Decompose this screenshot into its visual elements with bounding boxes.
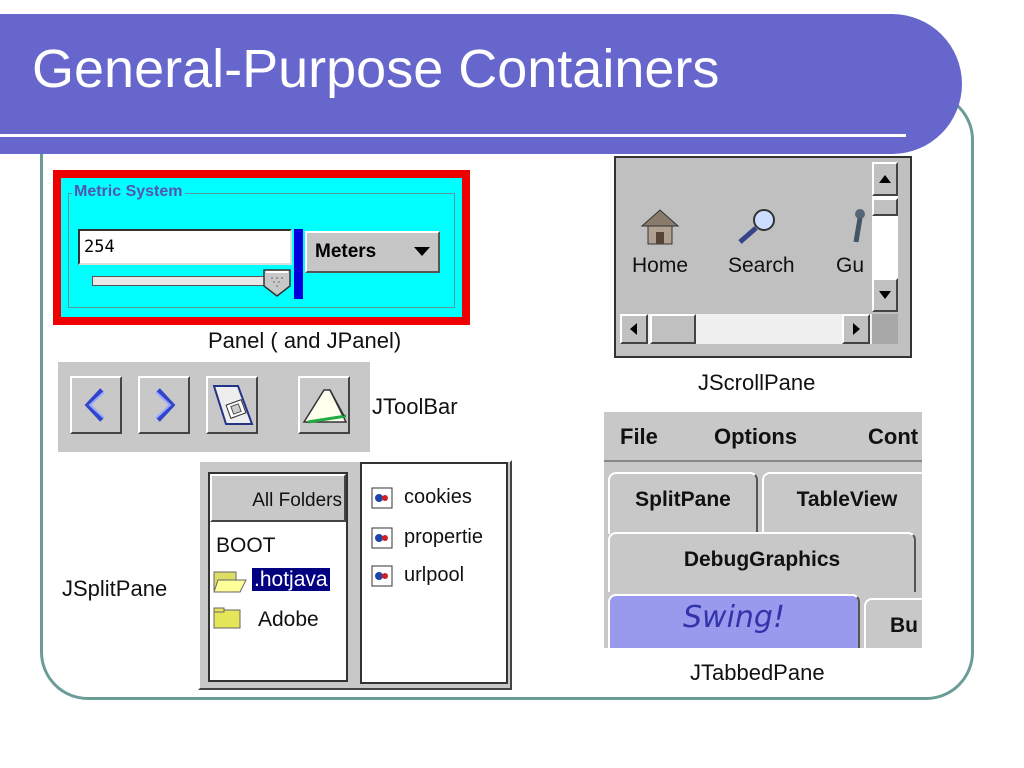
title-bar: [0, 14, 962, 154]
icon-label: Gu: [836, 254, 865, 277]
file-icon: [371, 527, 393, 549]
scroll-right-button[interactable]: [842, 314, 870, 344]
tree-item[interactable]: BOOT: [216, 534, 276, 557]
tab-splitpane[interactable]: SplitPane: [608, 472, 758, 534]
value-input[interactable]: 254: [78, 229, 292, 265]
menu-file[interactable]: File: [620, 424, 658, 449]
scroll-corner: [872, 314, 898, 344]
file-item[interactable]: propertie: [404, 526, 483, 548]
page-icon: [302, 389, 348, 424]
search-icon: [738, 209, 775, 244]
icon-label: Search: [728, 254, 795, 277]
file-icon: [371, 487, 393, 509]
tabbed-pane: File Options Cont SplitPane TableView De…: [604, 412, 922, 648]
splitpane-caption: JSplitPane: [62, 576, 168, 601]
unit-combo-label: Meters: [315, 241, 377, 262]
tab-tableview[interactable]: TableView: [762, 472, 922, 534]
slider-track[interactable]: [92, 276, 284, 286]
chevron-right-icon: [155, 388, 176, 422]
icon-label: Home: [632, 254, 689, 277]
file-item[interactable]: cookies: [404, 486, 472, 508]
forward-button[interactable]: [138, 376, 190, 434]
arrow-down-icon: [879, 291, 891, 299]
focus-indicator: [294, 229, 303, 299]
tree-item-label: .hotjava: [252, 568, 330, 591]
home-icon: [640, 209, 680, 245]
scrollpane-caption: JScrollPane: [698, 370, 816, 395]
chevron-down-icon[interactable]: [414, 247, 430, 256]
vertical-scroll-thumb[interactable]: [872, 198, 898, 216]
arrow-up-icon: [879, 175, 891, 183]
tree-item-selected[interactable]: .hotjava: [252, 568, 330, 592]
tree-item[interactable]: Adobe: [258, 608, 319, 631]
unit-combo[interactable]: Meters: [305, 231, 440, 273]
tab-bu[interactable]: Bu: [864, 598, 922, 648]
page-button[interactable]: [298, 376, 350, 434]
group-title: Metric System: [72, 183, 185, 201]
guide-icon: [853, 209, 865, 243]
arrow-right-icon: [853, 323, 860, 335]
tab-debuggraphics[interactable]: DebugGraphics: [608, 532, 916, 592]
file-item[interactable]: urlpool: [404, 564, 465, 586]
folder-icon: [213, 607, 241, 629]
slider-thumb[interactable]: [262, 268, 292, 298]
file-icon: [371, 565, 393, 587]
window-button[interactable]: [206, 376, 258, 434]
window-icon: [212, 385, 254, 425]
scroll-up-button[interactable]: [872, 162, 898, 196]
scroll-down-button[interactable]: [872, 278, 898, 312]
menu-divider: [604, 460, 922, 462]
chevron-left-icon: [84, 388, 105, 422]
menu-cont[interactable]: Cont: [868, 424, 919, 449]
column-header[interactable]: All Folders: [210, 474, 346, 522]
arrow-left-icon: [630, 323, 637, 335]
tabbedpane-caption: JTabbedPane: [690, 660, 825, 685]
tab-swing[interactable]: Swing!: [608, 594, 860, 648]
folder-open-icon: [213, 571, 247, 593]
toolbar-caption: JToolBar: [372, 394, 458, 419]
title-underline: [0, 134, 906, 137]
menu-options[interactable]: Options: [714, 424, 798, 449]
panel-caption: Panel ( and JPanel): [208, 328, 402, 353]
tab-swing-label: Swing!: [683, 600, 785, 635]
horizontal-scroll-thumb[interactable]: [650, 314, 696, 344]
group-box: [68, 193, 455, 308]
scroll-left-button[interactable]: [620, 314, 648, 344]
slide-title: General-Purpose Containers: [32, 39, 720, 99]
back-button[interactable]: [70, 376, 122, 434]
